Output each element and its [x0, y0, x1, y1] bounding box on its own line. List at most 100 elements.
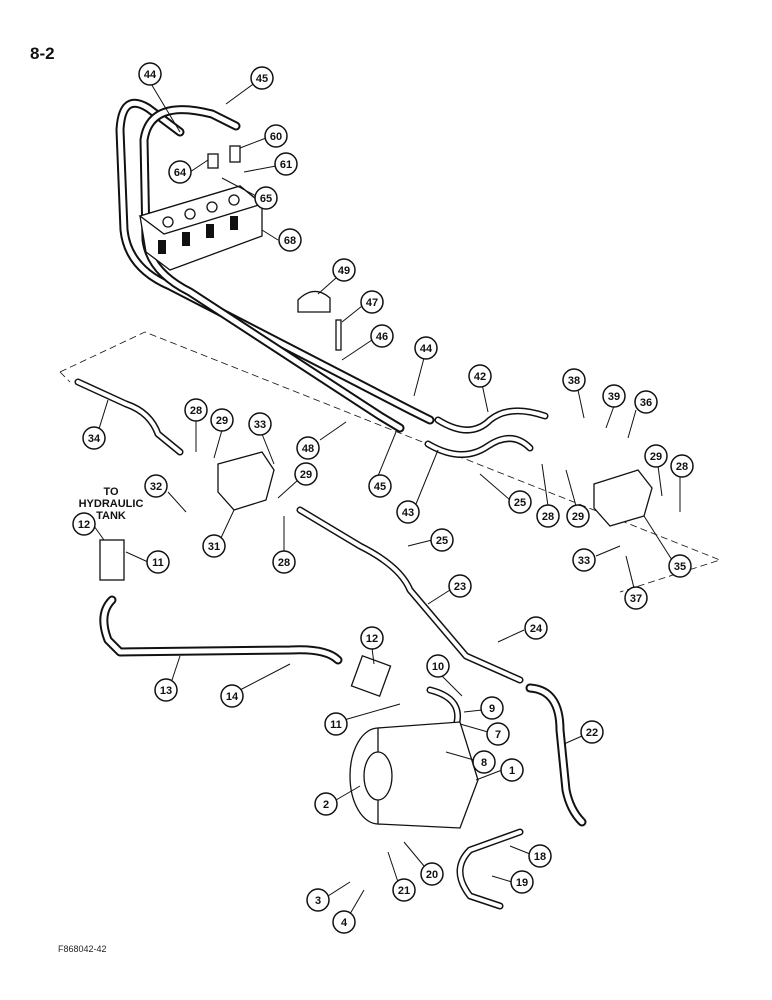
figure-id: F868042-42	[58, 944, 107, 954]
svg-text:44: 44	[144, 69, 157, 81]
svg-text:10: 10	[432, 661, 444, 673]
callout-23: 23	[427, 574, 472, 605]
svg-text:42: 42	[474, 371, 486, 383]
control-valve	[138, 185, 264, 271]
callout-36: 36	[627, 390, 658, 439]
phantom-outline	[59, 331, 722, 593]
svg-text:38: 38	[568, 375, 580, 387]
svg-text:33: 33	[578, 555, 590, 567]
callout-29b: 29	[277, 462, 318, 499]
callout-9: 9	[463, 696, 504, 720]
tube-18	[458, 830, 522, 908]
callout-38: 38	[562, 368, 586, 419]
callout-29c: 29	[565, 469, 590, 528]
svg-text:24: 24	[530, 623, 543, 635]
callout-60: 60	[239, 124, 288, 149]
line-23	[298, 508, 522, 682]
valve-31	[217, 451, 275, 511]
filter-12-lower	[350, 655, 392, 697]
note-line-1: TO	[103, 486, 119, 498]
callout-46: 46	[341, 324, 394, 361]
callout-24: 24	[497, 616, 548, 643]
hose-13	[101, 597, 341, 663]
svg-text:28: 28	[542, 511, 554, 523]
callout-47: 47	[341, 290, 384, 323]
svg-text:37: 37	[630, 593, 642, 605]
svg-text:47: 47	[366, 297, 378, 309]
callout-45: 45	[225, 66, 274, 105]
callout-28d: 28	[272, 516, 296, 574]
callout-20: 20	[403, 841, 444, 886]
note-line-3: TANK	[96, 510, 126, 522]
callout-37: 37	[624, 555, 648, 610]
svg-text:9: 9	[489, 703, 495, 715]
callout-10: 10	[426, 654, 463, 697]
callout-48: 48	[296, 421, 347, 460]
callout-64: 64	[168, 159, 209, 184]
svg-text:29: 29	[300, 469, 312, 481]
phantom-outline	[59, 371, 71, 383]
callout-7: 7	[459, 722, 510, 746]
tube-34	[76, 380, 182, 454]
svg-text:19: 19	[516, 877, 528, 889]
callout-3: 3	[306, 881, 351, 912]
svg-text:21: 21	[398, 885, 410, 897]
fitting-60	[229, 145, 241, 163]
callout-25a: 25	[479, 473, 532, 514]
pump-assembly	[349, 721, 479, 829]
svg-text:4: 4	[341, 917, 348, 929]
svg-text:39: 39	[608, 391, 620, 403]
svg-text:45: 45	[256, 73, 268, 85]
svg-text:48: 48	[302, 443, 314, 455]
callout-32: 32	[144, 474, 187, 513]
callout-22: 22	[563, 720, 604, 745]
svg-text:34: 34	[88, 433, 101, 445]
svg-text:3: 3	[315, 895, 321, 907]
callout-33a: 33	[248, 412, 275, 465]
svg-text:35: 35	[674, 561, 686, 573]
callout-39: 39	[602, 384, 626, 429]
callout-28a: 28	[184, 398, 208, 452]
svg-text:20: 20	[426, 869, 438, 881]
filter-12-top	[99, 539, 125, 581]
hydraulic-tank-note: TO HYDRAULIC TANK	[66, 486, 156, 522]
callout-61: 61	[243, 152, 298, 176]
svg-text:45: 45	[374, 481, 386, 493]
svg-text:29: 29	[216, 415, 228, 427]
svg-text:31: 31	[208, 541, 220, 553]
callout-44b: 44	[413, 336, 438, 397]
callout-49: 49	[317, 258, 356, 295]
callout-28c: 28	[670, 454, 694, 512]
clamp-49	[297, 290, 331, 313]
callout-13: 13	[154, 655, 181, 702]
callout-12b: 12	[360, 626, 384, 665]
callout-42: 42	[468, 364, 492, 413]
svg-text:65: 65	[260, 193, 272, 205]
callout-43: 43	[396, 449, 439, 524]
svg-text:64: 64	[174, 167, 187, 179]
callout-18: 18	[509, 844, 552, 868]
callout-2: 2	[314, 785, 361, 816]
svg-text:46: 46	[376, 331, 388, 343]
svg-text:13: 13	[160, 685, 172, 697]
callout-65: 65	[221, 177, 278, 210]
svg-text:28: 28	[278, 557, 290, 569]
callout-35: 35	[643, 515, 692, 578]
svg-text:68: 68	[284, 235, 296, 247]
svg-text:44: 44	[420, 343, 433, 355]
hose-44	[117, 100, 433, 423]
callout-29d: 29	[644, 444, 668, 497]
callout-31: 31	[202, 509, 235, 558]
callout-1: 1	[475, 758, 524, 782]
callout-11a: 11	[125, 550, 170, 574]
svg-text:23: 23	[454, 581, 466, 593]
callout-44: 44	[138, 62, 181, 133]
svg-text:29: 29	[650, 451, 662, 463]
svg-text:18: 18	[534, 851, 546, 863]
svg-text:11: 11	[152, 557, 164, 569]
svg-text:43: 43	[402, 507, 414, 519]
line-43	[426, 436, 532, 457]
svg-text:32: 32	[150, 481, 162, 493]
svg-text:60: 60	[270, 131, 282, 143]
